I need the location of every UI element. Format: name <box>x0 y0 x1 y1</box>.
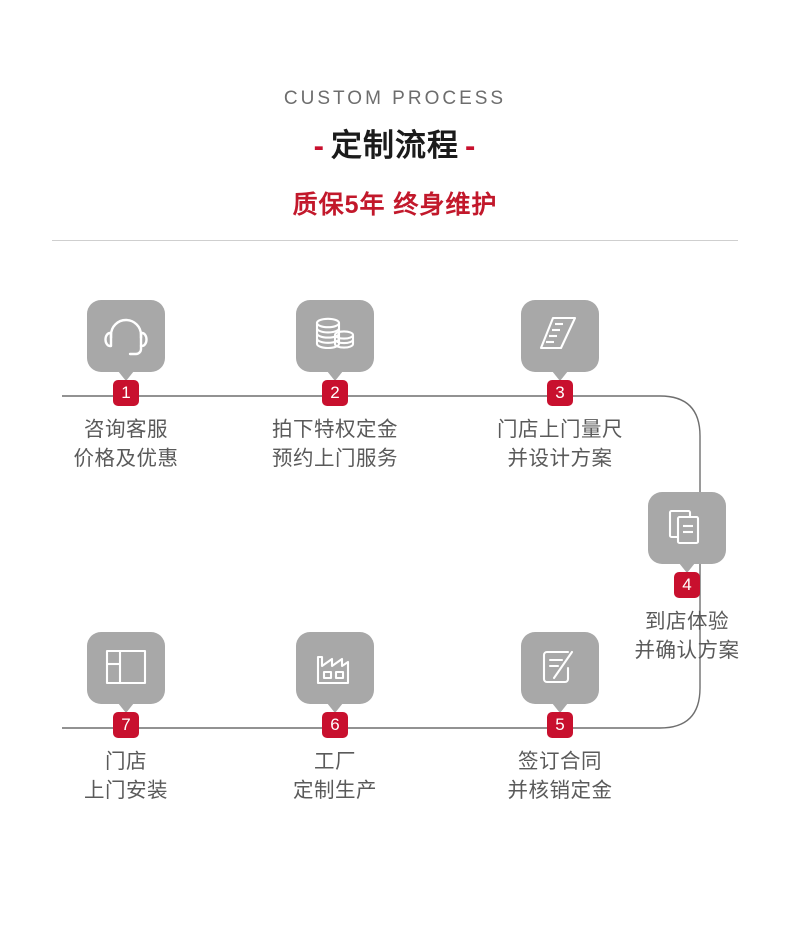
title-dash-right: - <box>465 128 477 163</box>
step-3-icon-wrap <box>521 300 599 381</box>
page-title: -定制流程- <box>0 120 790 165</box>
page-subtitle: 质保5年 终身维护 <box>292 191 498 219</box>
headset-icon <box>87 300 165 381</box>
page-eyebrow: CUSTOM PROCESS <box>283 88 507 109</box>
contract-pen-icon <box>521 632 599 713</box>
step-7-line1: 门店 <box>105 750 147 773</box>
step-1-badge: 1 <box>113 380 139 406</box>
factory-icon <box>296 632 374 713</box>
step-4-badge: 4 <box>674 572 700 598</box>
step-1-line1: 咨询客服 <box>84 418 168 441</box>
step-4-line2: 并确认方案 <box>634 639 740 662</box>
step-7-badge: 7 <box>113 712 139 738</box>
step-4[interactable]: 4 到店体验 并确认方案 <box>597 492 777 665</box>
ruler-icon <box>521 300 599 381</box>
step-4-icon-wrap <box>648 492 726 573</box>
step-5-caption: 签订合同 并核销定金 <box>470 747 650 805</box>
step-6-badge: 6 <box>322 712 348 738</box>
step-1[interactable]: 1 咨询客服 价格及优惠 <box>36 300 216 473</box>
step-1-caption: 咨询客服 价格及优惠 <box>36 415 216 473</box>
documents-icon <box>648 492 726 573</box>
step-6-icon-wrap <box>296 632 374 713</box>
step-4-caption: 到店体验 并确认方案 <box>597 607 777 665</box>
step-7[interactable]: 7 门店 上门安装 <box>36 632 216 805</box>
step-1-icon-wrap <box>87 300 165 381</box>
step-6[interactable]: 6 工厂 定制生产 <box>245 632 425 805</box>
step-2-badge: 2 <box>322 380 348 406</box>
step-3-badge: 3 <box>547 380 573 406</box>
step-5-line2: 并核销定金 <box>507 779 613 802</box>
step-3-line1: 门店上门量尺 <box>497 418 623 441</box>
step-2-caption: 拍下特权定金 预约上门服务 <box>245 415 425 473</box>
step-6-caption: 工厂 定制生产 <box>245 747 425 805</box>
step-6-line1: 工厂 <box>314 750 356 773</box>
page-title-text: 定制流程 <box>331 128 459 163</box>
step-2-line1: 拍下特权定金 <box>272 418 398 441</box>
step-7-caption: 门店 上门安装 <box>36 747 216 805</box>
step-5-badge: 5 <box>547 712 573 738</box>
step-5-line1: 签订合同 <box>518 750 602 773</box>
window-panel-icon <box>87 632 165 713</box>
step-2[interactable]: 2 拍下特权定金 预约上门服务 <box>245 300 425 473</box>
step-5-icon-wrap <box>521 632 599 713</box>
step-7-line2: 上门安装 <box>84 779 168 802</box>
step-2-line2: 预约上门服务 <box>272 447 398 470</box>
header-divider <box>52 240 738 241</box>
step-5[interactable]: 5 签订合同 并核销定金 <box>470 632 650 805</box>
step-4-line1: 到店体验 <box>645 610 729 633</box>
step-6-line2: 定制生产 <box>293 779 377 802</box>
title-dash-left: - <box>313 128 325 163</box>
step-1-line2: 价格及优惠 <box>73 447 179 470</box>
step-3-line2: 并设计方案 <box>507 447 613 470</box>
step-3-caption: 门店上门量尺 并设计方案 <box>470 415 650 473</box>
step-2-icon-wrap <box>296 300 374 381</box>
step-3[interactable]: 3 门店上门量尺 并设计方案 <box>470 300 650 473</box>
coins-icon <box>296 300 374 381</box>
step-7-icon-wrap <box>87 632 165 713</box>
